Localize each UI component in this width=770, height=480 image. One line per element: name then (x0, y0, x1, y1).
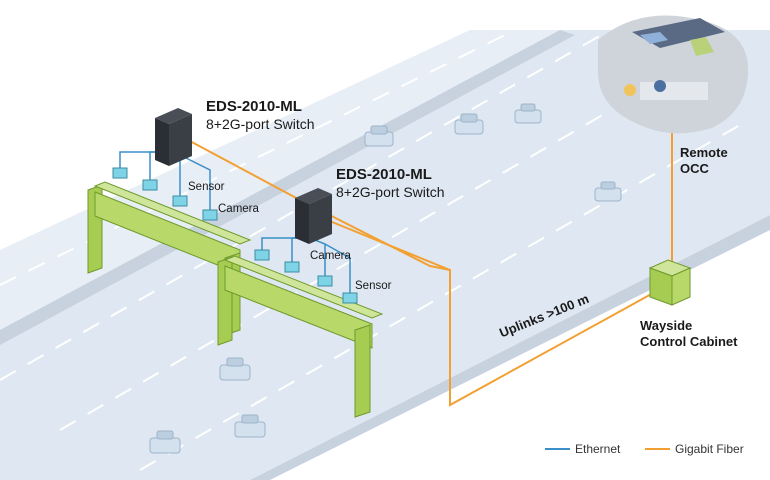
occ-label: Remote OCC (680, 145, 728, 177)
vehicles (149, 103, 622, 454)
cabinet-line2: Control Cabinet (640, 334, 738, 349)
switch-mid-unit (295, 188, 332, 244)
cabinet-label: Wayside Control Cabinet (640, 318, 738, 350)
switch-top-desc: 8+2G-port Switch (206, 116, 315, 132)
sensor-device (112, 167, 128, 179)
car (594, 181, 622, 202)
cabinet-line1: Wayside (640, 318, 693, 333)
sensor-device (142, 179, 158, 191)
sensor-top-label: Sensor (188, 181, 225, 193)
camera-device (254, 249, 270, 261)
highway-surface (0, 30, 770, 480)
car (219, 357, 251, 381)
gigabit-fiber-links (187, 115, 673, 407)
camera-mid-label: Camera (310, 250, 351, 262)
lane-markings (0, 29, 741, 471)
edge-devices (112, 167, 358, 304)
switch-top-unit (155, 108, 192, 166)
legend-ethernet: Ethernet (575, 442, 621, 456)
occ-line2: OCC (680, 161, 709, 176)
legend-fiber: Gigabit Fiber (675, 442, 744, 456)
camera-device (317, 275, 333, 287)
occ-line1: Remote (680, 145, 728, 160)
sensor-mid-label: Sensor (355, 280, 392, 292)
camera-top-label: Camera (218, 203, 259, 215)
highway-median (0, 30, 575, 345)
car (149, 430, 181, 454)
wayside-cabinet-unit (648, 259, 692, 306)
sensor-device (342, 292, 358, 304)
car (364, 125, 394, 147)
car (454, 113, 484, 135)
switch-mid-desc: 8+2G-port Switch (336, 184, 445, 200)
car (514, 103, 542, 124)
switch-mid-model: EDS-2010-ML (336, 166, 432, 183)
sensor-device (284, 261, 300, 273)
camera-device (202, 209, 218, 221)
highway-edge-shoulder (250, 215, 770, 480)
sensor-device (172, 195, 188, 207)
remote-occ-room (598, 15, 749, 134)
car (234, 414, 266, 438)
switch-top-model: EDS-2010-ML (206, 98, 302, 115)
